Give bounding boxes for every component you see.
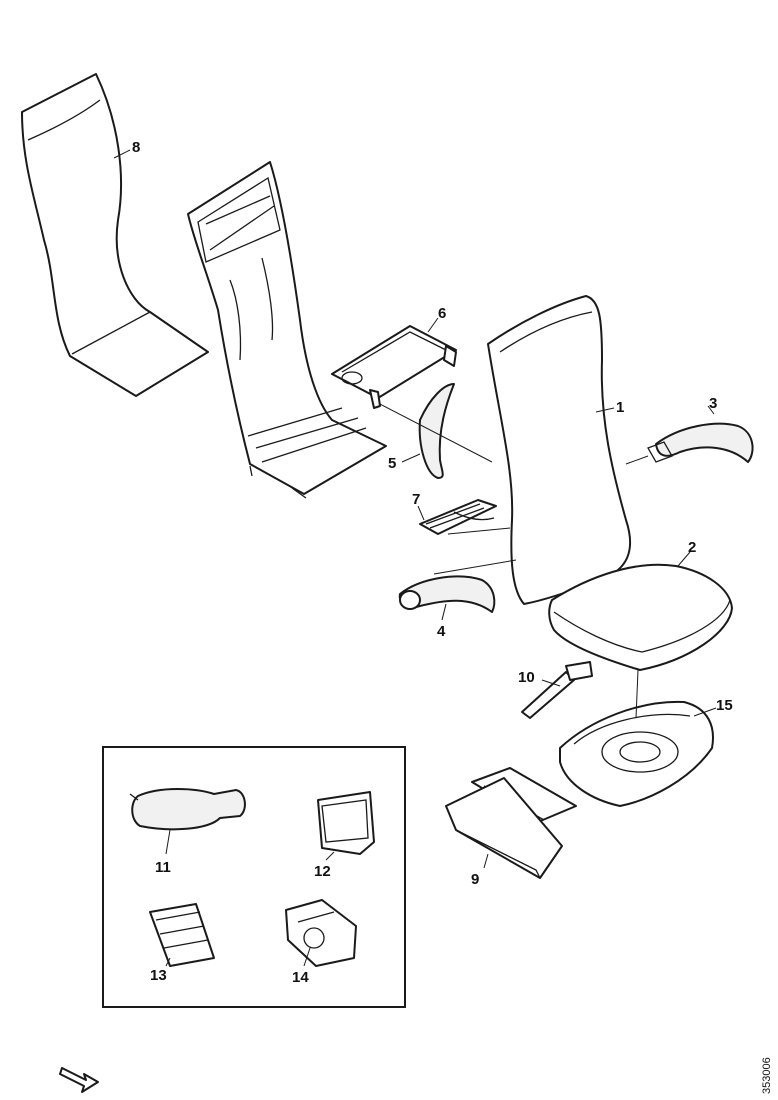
part-label-4: 4 bbox=[437, 623, 446, 640]
part-4-armrest-left bbox=[398, 575, 496, 613]
label-leaders bbox=[113, 149, 717, 967]
part-label-8: 8 bbox=[132, 139, 140, 156]
part-label-5: 5 bbox=[388, 455, 396, 472]
part-1-backrest bbox=[487, 295, 632, 605]
part-15-swivel-base bbox=[559, 700, 714, 807]
part-13-rail bbox=[149, 903, 215, 967]
part-9-bracket bbox=[445, 767, 577, 879]
part-5-armrest-strip bbox=[418, 383, 455, 479]
detail-inset bbox=[102, 746, 406, 1008]
part-label-3: 3 bbox=[709, 395, 717, 412]
part-label-6: 6 bbox=[438, 305, 446, 322]
reference-number: 353006 bbox=[761, 1057, 773, 1094]
part-labels: 8 6 1 3 5 2 7 4 10 15 9 11 12 13 14 bbox=[132, 139, 733, 986]
part-label-9: 9 bbox=[471, 871, 479, 888]
part-label-12: 12 bbox=[314, 863, 331, 880]
direction-arrow-icon bbox=[59, 1067, 99, 1093]
part-6-tray bbox=[331, 325, 457, 409]
part-8-cover-sheet bbox=[21, 73, 209, 397]
part-label-15: 15 bbox=[716, 697, 733, 714]
part-14-clip bbox=[285, 899, 357, 967]
seat-frame bbox=[187, 161, 387, 499]
part-12-module bbox=[317, 791, 375, 855]
part-label-13: 13 bbox=[150, 967, 167, 984]
part-11-elbow bbox=[129, 788, 246, 831]
part-label-7: 7 bbox=[412, 491, 420, 508]
part-7-control-panel bbox=[419, 499, 497, 535]
part-label-11: 11 bbox=[155, 859, 171, 876]
part-label-10: 10 bbox=[518, 669, 535, 686]
part-label-1: 1 bbox=[616, 399, 624, 416]
assembly-axis-lines bbox=[379, 403, 649, 719]
part-label-14: 14 bbox=[292, 969, 309, 986]
part-3-armrest-right bbox=[647, 422, 754, 463]
part-label-2: 2 bbox=[688, 539, 696, 556]
part-2-seat-cushion bbox=[548, 563, 733, 671]
part-10-link bbox=[521, 661, 593, 719]
